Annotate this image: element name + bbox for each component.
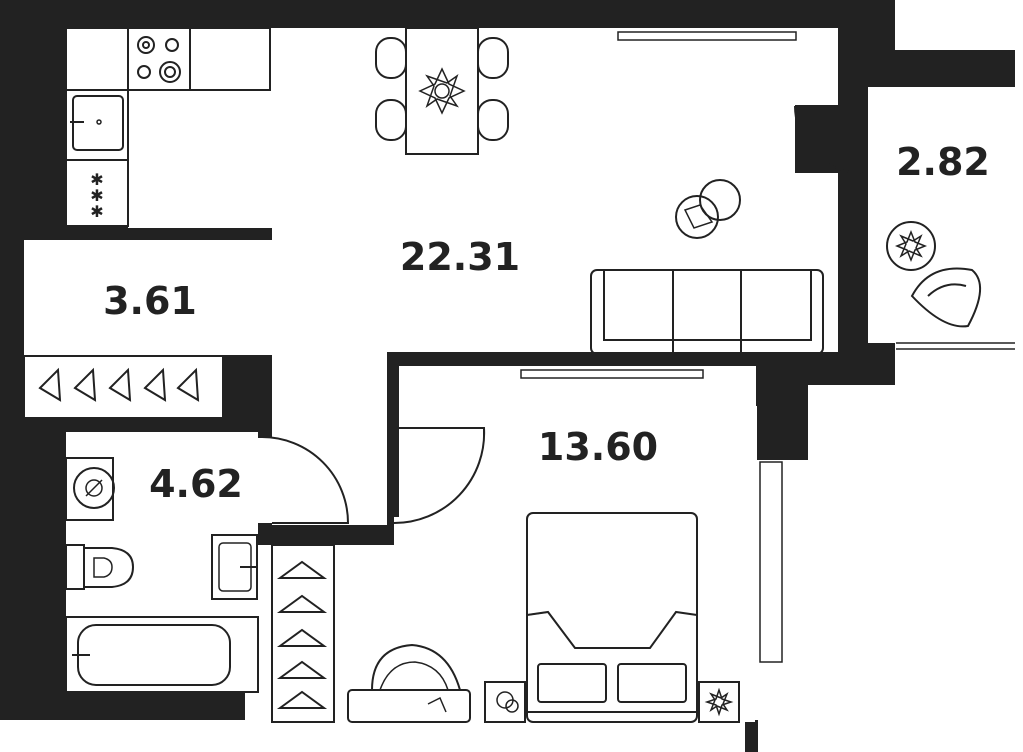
area-bathroom: 4.62	[149, 462, 243, 506]
doors	[261, 105, 863, 525]
room-labels: 22.31 2.82 3.61 13.60 4.62	[103, 140, 990, 506]
door-balcony	[794, 105, 863, 174]
area-living-kitchen: 22.31	[400, 235, 520, 279]
area-hallway: 3.61	[103, 279, 197, 323]
door-bathroom	[261, 436, 350, 524]
door-bedroom	[393, 427, 486, 525]
sofa	[590, 269, 824, 355]
area-balcony: 2.82	[896, 140, 990, 184]
svg-text:✱: ✱	[90, 186, 103, 205]
bed	[484, 512, 740, 723]
desk	[347, 643, 471, 723]
wardrobe-bedroom	[271, 544, 335, 723]
dining-table	[375, 27, 509, 155]
windows	[1, 31, 1015, 663]
area-bedroom: 13.60	[538, 425, 658, 469]
balcony-floor	[868, 87, 1015, 343]
hallway-floor	[24, 240, 272, 418]
coffee-tables	[675, 179, 741, 239]
balcony-furniture	[886, 221, 982, 328]
svg-text:✱: ✱	[90, 170, 103, 189]
living-room-floor	[66, 28, 838, 355]
bedroom-floor	[272, 366, 755, 722]
svg-text:✱: ✱	[90, 202, 103, 221]
kitchen-furniture: ✱ ✱ ✱	[65, 27, 271, 227]
wardrobe-hallway	[23, 355, 224, 419]
bathroom-fixtures	[65, 457, 259, 693]
